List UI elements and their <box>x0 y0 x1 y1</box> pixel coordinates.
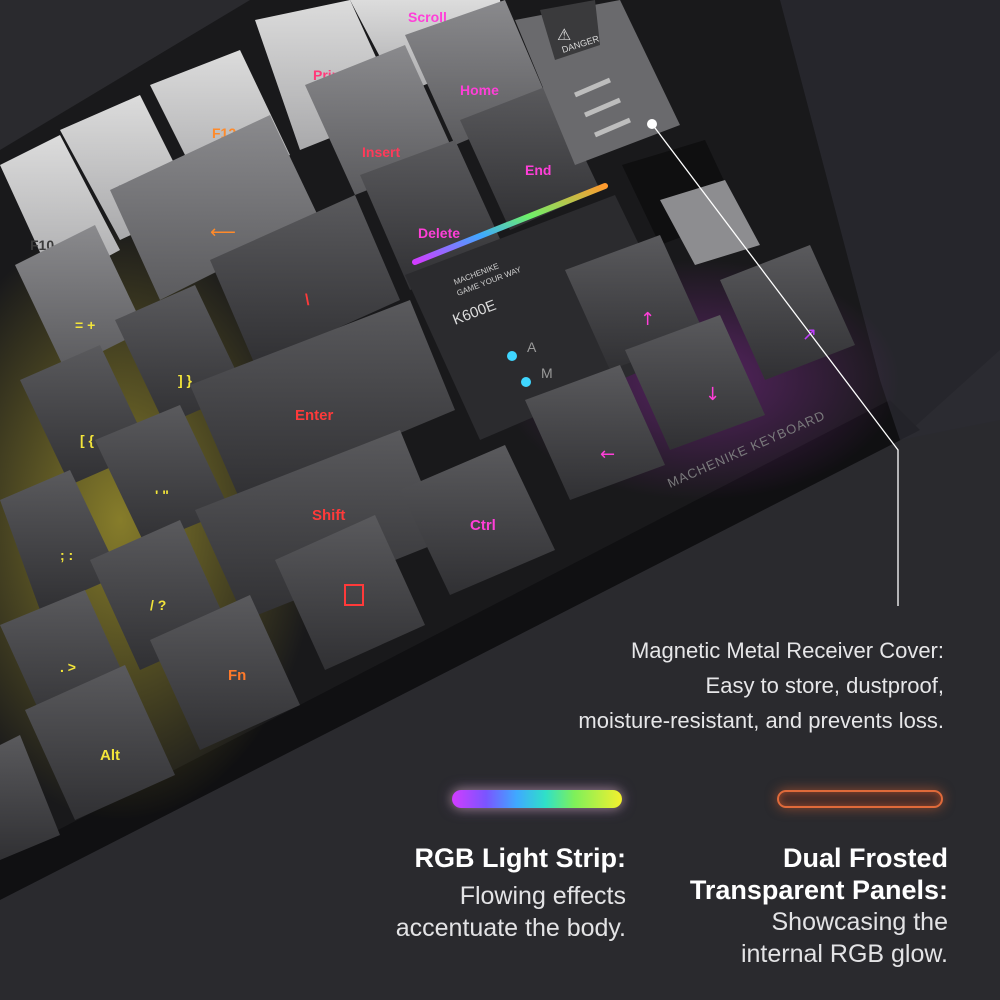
key-semicolon: ; : <box>0 470 120 610</box>
svg-text:Scroll: Scroll <box>408 9 447 25</box>
usb-receiver <box>622 140 760 265</box>
svg-text:⟵: ⟵ <box>210 222 236 243</box>
svg-text:↗: ↗ <box>802 324 817 345</box>
svg-text:. >: . > <box>60 659 76 675</box>
indicator-dot-a <box>507 351 517 361</box>
indicator-label-m: M <box>541 365 553 381</box>
receiver-caption-line1: Easy to store, dustproof, <box>705 673 944 698</box>
key-ctrl: Ctrl <box>400 445 555 595</box>
key-alt: Alt <box>25 665 175 820</box>
rgb-caption-title: RGB Light Strip: <box>414 843 626 873</box>
svg-text:End: End <box>525 162 551 178</box>
svg-text:[ {: [ { <box>80 432 95 448</box>
svg-text:\: \ <box>305 292 310 309</box>
receiver-caption-line2: moisture-resistant, and prevents loss. <box>578 708 944 733</box>
svg-text:↑: ↑ <box>640 309 655 330</box>
frosted-panel-right <box>780 0 1000 440</box>
svg-text:; :: ; : <box>60 547 73 563</box>
rgb-caption-line1: Flowing effects <box>459 882 626 910</box>
key-menu <box>275 515 425 670</box>
svg-text:Fn: Fn <box>228 667 246 684</box>
svg-text:↓: ↓ <box>705 384 720 405</box>
indicator-dot-m <box>521 377 531 387</box>
rgb-strip-swatch <box>452 790 622 808</box>
keyboard-front-edge <box>0 400 920 900</box>
key-left-edge <box>0 735 60 860</box>
key-enter: Enter <box>190 300 455 500</box>
key-equals: = + <box>15 225 145 370</box>
svg-text:Home: Home <box>460 82 499 98</box>
svg-text:Enter: Enter <box>295 407 334 424</box>
warning-icon: ⚠ <box>557 25 571 44</box>
svg-text:Delete: Delete <box>418 225 460 241</box>
svg-text:Ctrl: Ctrl <box>470 517 496 534</box>
panel-caption-title2: Transparent Panels: <box>689 875 948 905</box>
svg-text:←: ← <box>600 444 615 465</box>
key-arrow-down: ↓ <box>625 315 765 450</box>
svg-text:] }: ] } <box>178 372 193 388</box>
svg-text:Shift: Shift <box>312 507 345 524</box>
frosted-panel-swatch <box>777 790 943 808</box>
key-shift: Shift <box>195 430 445 620</box>
panel-caption: Dual Frosted Transparent Panels: Showcas… <box>640 842 948 970</box>
panel-caption-title1: Dual Frosted <box>782 843 948 873</box>
svg-text:Alt: Alt <box>100 747 120 764</box>
key-arrow-left: ← <box>525 365 665 500</box>
indicator-label-a: A <box>527 339 537 355</box>
key-backspace: ⟵ <box>110 115 320 300</box>
rgb-light-strip <box>412 183 608 265</box>
receiver-caption: Magnetic Metal Receiver Cover: Easy to s… <box>520 633 944 738</box>
panel-caption-line2: internal RGB glow. <box>740 940 948 968</box>
key-fn: Fn <box>150 595 300 750</box>
panel-caption-line1: Showcasing the <box>771 908 948 936</box>
svg-text:/ ?: / ? <box>150 597 166 613</box>
receiver-caption-title: Magnetic Metal Receiver Cover: <box>630 638 944 663</box>
svg-text:Insert: Insert <box>362 144 400 160</box>
svg-text:= +: = + <box>75 317 95 333</box>
key-backslash: \ <box>210 195 400 365</box>
callout-line <box>651 123 899 606</box>
receiver-cover: ⚠ DANGER <box>515 0 680 165</box>
key-arrow-right: ↗ <box>720 245 855 380</box>
rgb-caption: RGB Light Strip: Flowing effects accentu… <box>330 842 626 944</box>
rgb-caption-line2: accentuate the body. <box>395 914 626 942</box>
svg-text:' ": ' " <box>155 487 169 503</box>
